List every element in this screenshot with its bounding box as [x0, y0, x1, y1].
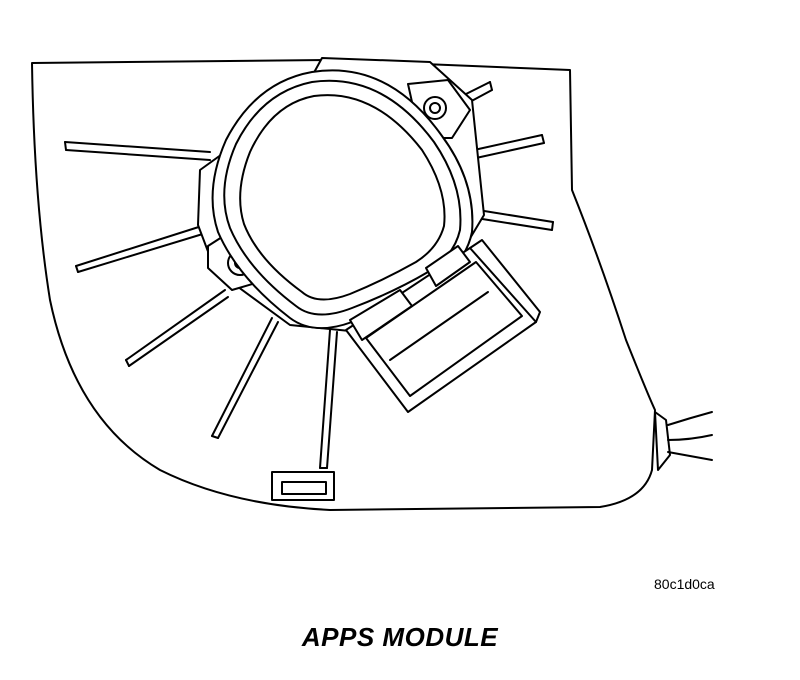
bracket-ribs: [64, 81, 554, 469]
sensor-housing-rim: [223, 79, 462, 316]
figure-title: APPS MODULE: [301, 622, 499, 652]
electrical-connector: [345, 239, 541, 413]
bracket-plate: [31, 59, 656, 511]
bracket-tab: [271, 471, 335, 501]
figure-code: 80c1d0ca: [654, 576, 715, 592]
sensor-cover: [239, 94, 446, 301]
wire-harness: [654, 411, 713, 471]
